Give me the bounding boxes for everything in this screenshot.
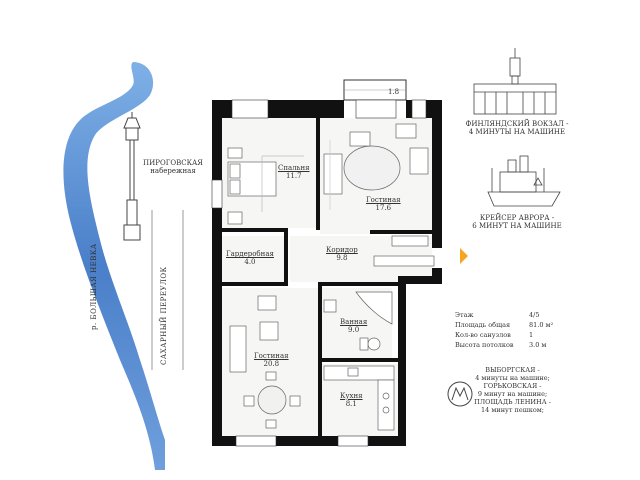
spec-row-area: Площадь общая 81.0 м²	[455, 320, 555, 330]
bathroom-label: Ванная 9.0	[340, 318, 367, 334]
metro-line: 9 минут на машине;	[477, 390, 548, 398]
bedroom-area: 11.7	[285, 172, 302, 180]
spec-row-ceiling: Высота потолков 3.0 м	[455, 340, 555, 350]
metro-line: 4 минуты на машине;	[475, 374, 550, 382]
spec-label: Этаж	[455, 311, 474, 319]
spec-value: 4/5	[529, 311, 540, 319]
entrance-marker	[460, 248, 468, 264]
kitchen-fixtures	[323, 365, 395, 431]
metro-line: ГОРЬКОВСКАЯ -	[483, 382, 542, 390]
living-room-1-name: Гостиная	[366, 196, 401, 204]
kitchen-label: Кухня 8.1	[340, 392, 363, 408]
embankment-type: набережная	[150, 167, 196, 175]
kitchen-area: 8.1	[345, 400, 357, 408]
living-room-1-area: 17.6	[375, 204, 392, 212]
wardrobe-name: Гардеробная	[226, 250, 274, 258]
spec-value: 1	[529, 331, 534, 339]
lane-label: САХАРНЫЙ ПЕРЕУЛОК	[160, 266, 168, 365]
spec-row-bathrooms: Кол-во санузлов 1	[455, 330, 555, 340]
river-label: р. БОЛЬШАЯ НЕВКА	[90, 243, 98, 330]
wardrobe-label: Гардеробная 4.0	[226, 250, 274, 266]
metro-icon	[447, 381, 473, 407]
apartment-specs: Этаж 4/5 Площадь общая 81.0 м² Кол-во сану…	[455, 310, 555, 350]
living-room-2-area: 20.8	[263, 360, 280, 368]
corridor-area: 9.8	[336, 254, 348, 262]
station-name: ФИНЛЯНДСКИЙ ВОКЗАЛ -	[465, 120, 569, 128]
lamp-post-icon	[123, 112, 141, 241]
spec-label: Площадь общая	[455, 321, 511, 329]
train-station-icon	[473, 48, 557, 115]
windows	[211, 99, 427, 447]
corridor-name: Коридор	[326, 246, 358, 254]
metro-line: ПЛОЩАДЬ ЛЕНИНА -	[474, 398, 551, 406]
kitchen-name: Кухня	[340, 392, 363, 400]
embankment-label: ПИРОГОВСКАЯ набережная	[138, 159, 208, 175]
bathroom-fixtures	[323, 291, 393, 351]
bedroom-name: Спальня	[278, 164, 310, 172]
wardrobe-area: 4.0	[244, 258, 256, 266]
walls	[212, 100, 442, 446]
spec-value: 81.0 м²	[529, 321, 554, 329]
bedroom-label: Спальня 11.7	[278, 164, 310, 180]
cruiser-label: КРЕЙСЕР АВРОРА - 6 МИНУТ НА МАШИНЕ	[462, 214, 572, 230]
station-time: 4 МИНУТЫ НА МАШИНЕ	[468, 128, 566, 136]
spec-value: 3.0 м	[529, 341, 547, 349]
living-room-2-label: Гостиная 20.8	[254, 352, 289, 368]
river-shape	[63, 62, 165, 470]
balcony-area-label: 1.8	[388, 88, 400, 96]
bathroom-area: 9.0	[348, 326, 360, 334]
spec-label: Кол-во санузлов	[455, 331, 511, 339]
living-room-1-label: Гостиная 17.6	[366, 196, 401, 212]
corridor-items	[373, 235, 435, 267]
embankment-name: ПИРОГОВСКАЯ	[143, 159, 203, 167]
living-room-2-furniture	[229, 295, 301, 429]
cruiser-time: 6 МИНУТ НА МАШИНЕ	[472, 222, 562, 230]
corridor-label: Коридор 9.8	[326, 246, 358, 262]
living-room-2-name: Гостиная	[254, 352, 289, 360]
cruiser-name: КРЕЙСЕР АВРОРА -	[479, 214, 555, 222]
spec-label: Высота потолков	[455, 341, 514, 349]
living-room-1-furniture	[323, 123, 429, 210]
bathroom-name: Ванная	[340, 318, 368, 326]
cruiser-ship-icon	[487, 155, 561, 207]
metro-info: ВЫБОРГСКАЯ - 4 минуты на машине; ГОРЬКОВ…	[455, 366, 570, 414]
station-label: ФИНЛЯНДСКИЙ ВОКЗАЛ - 4 МИНУТЫ НА МАШИНЕ	[462, 120, 572, 136]
metro-line: 14 минут пешком;	[481, 406, 544, 414]
bedroom-furniture	[227, 147, 304, 225]
spec-row-floor: Этаж 4/5	[455, 310, 555, 320]
metro-line: ВЫБОРГСКАЯ -	[485, 366, 540, 374]
